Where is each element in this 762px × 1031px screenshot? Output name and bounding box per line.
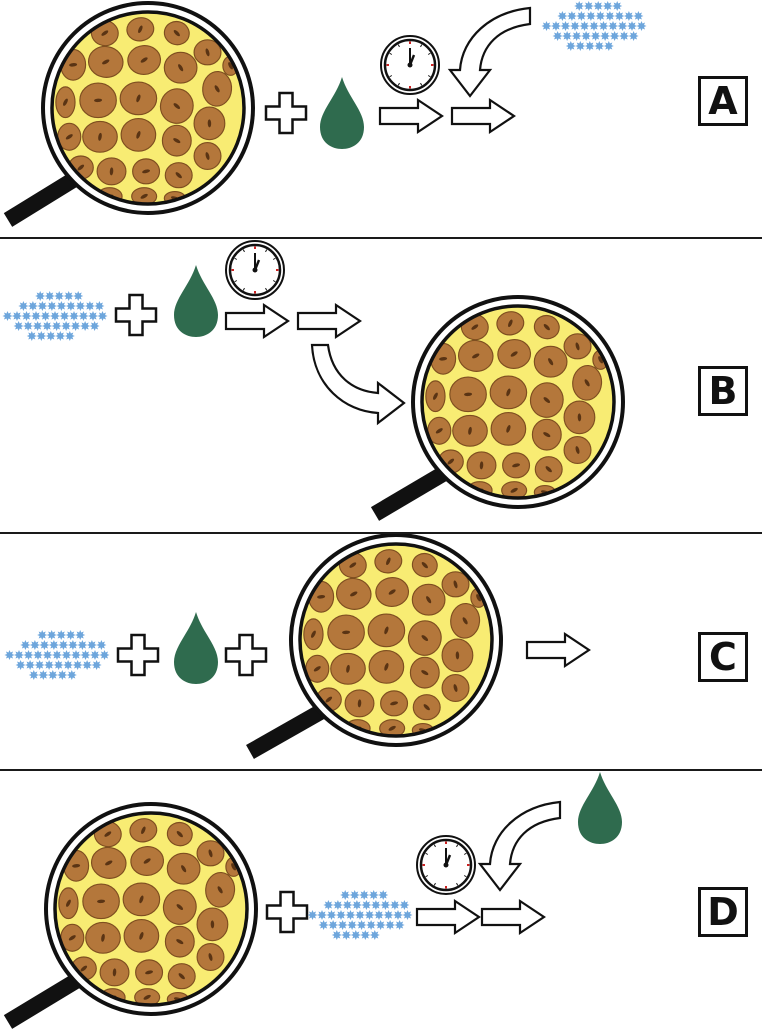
arrow-icon <box>415 898 481 936</box>
clock-icon <box>225 240 285 300</box>
lens-edge <box>50 10 246 206</box>
clock-tick <box>265 249 268 253</box>
particle-cluster-icon <box>4 630 110 680</box>
particle-cluster-icon <box>541 1 647 51</box>
clock-tick <box>456 844 459 848</box>
particle-cluster-icon <box>307 890 413 940</box>
drop-icon <box>174 612 218 684</box>
clock-tick <box>242 287 245 291</box>
panel-divider <box>0 532 762 534</box>
magnifier-handle <box>246 700 333 759</box>
clock-tick <box>397 44 400 48</box>
clock-tick <box>272 280 276 283</box>
clock-icon <box>416 835 476 895</box>
magnifier-icon <box>246 533 503 759</box>
magnifier-handle <box>3 168 85 227</box>
clock-tick <box>456 882 459 886</box>
drop-icon <box>174 265 218 337</box>
drop-icon <box>578 772 622 844</box>
clock-tick <box>420 82 423 86</box>
clock-tick <box>463 875 467 878</box>
clock-tick <box>427 75 431 78</box>
clock-pivot <box>407 62 413 68</box>
curved-arrow-icon <box>477 800 562 892</box>
panel-divider <box>0 237 762 239</box>
clock-tick <box>433 844 436 848</box>
clock-tick <box>389 52 393 55</box>
arrow-icon <box>224 302 290 340</box>
drop-icon <box>320 77 364 149</box>
panel-divider <box>0 769 762 771</box>
lens-edge <box>53 811 249 1007</box>
panel-label-d: D <box>698 887 748 937</box>
magnifier-handle <box>3 969 88 1029</box>
clock-tick <box>425 852 429 855</box>
clock-tick <box>389 75 393 78</box>
clock-tick <box>397 82 400 86</box>
clock-tick <box>242 249 245 253</box>
particle-cluster-icon <box>2 291 108 341</box>
clock-tick <box>272 257 276 260</box>
clock-tick <box>265 287 268 291</box>
plus-icon <box>265 890 309 934</box>
curved-arrow-icon <box>310 343 406 426</box>
clock-tick <box>234 280 238 283</box>
curved-arrow-icon <box>447 6 532 98</box>
magnifier-icon <box>3 1 255 227</box>
arrow-icon <box>480 898 546 936</box>
clock-pivot <box>252 267 258 273</box>
plus-icon <box>264 91 308 135</box>
lens-edge <box>420 304 616 500</box>
panel-label-b: B <box>698 366 748 416</box>
arrow-icon <box>296 302 362 340</box>
magnifier-handle <box>370 462 455 521</box>
lens-edge <box>298 542 494 738</box>
arrow-icon <box>378 97 444 135</box>
clock-tick <box>234 257 238 260</box>
magnifier-icon <box>3 802 258 1029</box>
panel-label-c: C <box>698 632 748 682</box>
plus-icon <box>224 633 268 677</box>
plus-icon <box>116 633 160 677</box>
clock-tick <box>420 44 423 48</box>
clock-tick <box>433 882 436 886</box>
clock-tick <box>463 852 467 855</box>
clock-tick <box>425 875 429 878</box>
plus-icon <box>114 293 158 337</box>
arrow-icon <box>450 97 516 135</box>
clock-icon <box>380 35 440 95</box>
clock-tick <box>427 52 431 55</box>
panel-label-a: A <box>698 76 748 126</box>
clock-pivot <box>443 862 449 868</box>
arrow-icon <box>525 631 591 669</box>
magnifier-icon <box>370 295 625 521</box>
